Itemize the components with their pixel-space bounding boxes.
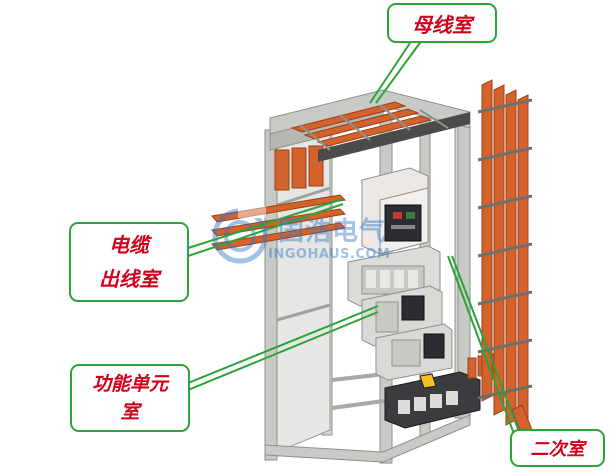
watermark-text-cn: 国浩电气 [278, 217, 387, 247]
secondary-room-label: 二次室 [530, 439, 585, 460]
busbar-support-rungs [299, 104, 449, 151]
cable-outlet-room-label-line2: 出线室 [99, 267, 159, 291]
callout-secondary-room: 二次室 [510, 429, 605, 467]
main-breaker [361, 167, 429, 255]
watermark-logo [212, 206, 268, 264]
callout-busbar-room: 母线室 [387, 3, 497, 43]
callout-functional-unit-room: 功能单元 室 [70, 364, 190, 432]
busbar-room-label: 母线室 [412, 12, 472, 37]
vertical-busbars [481, 79, 541, 457]
cable-outlet-room-label-line1: 电缆 [109, 233, 149, 257]
functional-unit-room-label-line2: 室 [120, 401, 140, 423]
callout-cable-outlet-room: 电缆 出线室 [69, 222, 189, 302]
leader-lines [187, 39, 521, 435]
top-crossbar [318, 112, 470, 162]
functional-unit-room-label-line1: 功能单元 [91, 373, 168, 395]
watermark-text-en: INGOHAUS.COM [268, 247, 391, 262]
functional-unit-modules [347, 245, 453, 381]
